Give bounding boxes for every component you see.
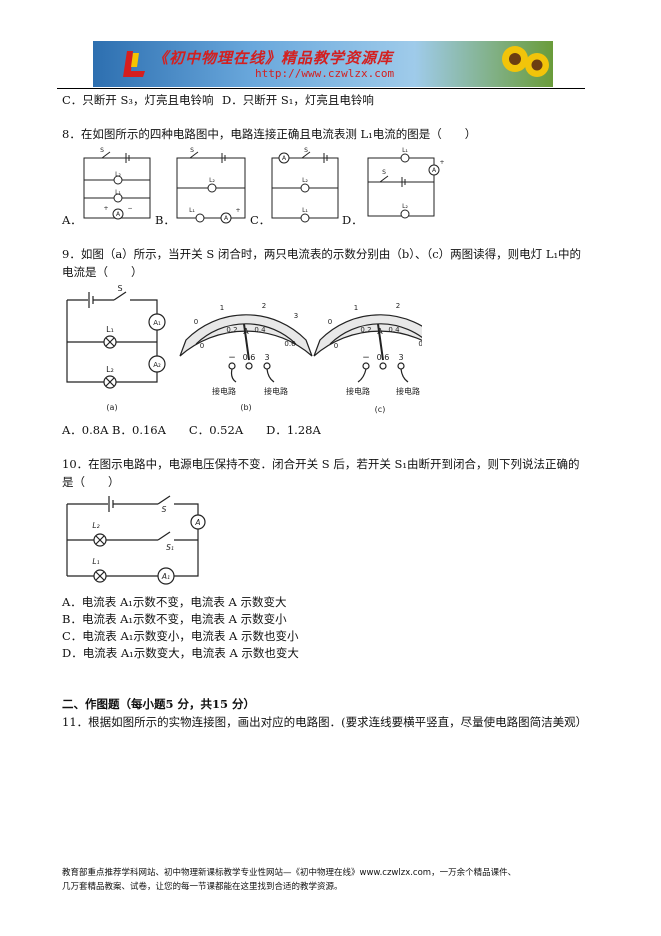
q9c-top-0: 0 <box>328 318 332 326</box>
q8d-l1: L₁ <box>402 147 408 154</box>
q9b-bottom-3: 0.6 <box>284 340 296 348</box>
q9b-top-1: 1 <box>220 304 224 312</box>
q9-label-a1: A₁ <box>153 319 161 327</box>
q9c-bottom-2: 0.4 <box>388 326 400 334</box>
q8a-plus: + <box>103 205 108 212</box>
q8-label-c: C． <box>250 213 271 227</box>
sunflower-icon <box>502 46 549 77</box>
q9c-term-06: 0.6 <box>377 353 390 362</box>
q9-caption-b: (b) <box>240 403 251 412</box>
q8d-plus: + <box>439 159 444 166</box>
q9b-term-minus: − <box>228 353 236 363</box>
q8a-s: S <box>100 147 104 154</box>
q10-label-l2: L₂ <box>92 521 99 530</box>
q8a-l2: L₂ <box>115 171 121 178</box>
banner-url: http://www.czwlzx.com <box>255 67 395 80</box>
q8b-s: S <box>190 147 194 154</box>
q10-label-a: A <box>194 518 200 527</box>
q10-figure: S S₁ L₂ L₁ A A₁ <box>66 495 206 585</box>
q9b-connect-right: 接电路 <box>264 386 288 396</box>
q8-label-d: D． <box>342 213 363 227</box>
q8b-a: A <box>224 215 229 222</box>
q9c-top-2: 2 <box>396 302 400 310</box>
q9c-term-minus: − <box>362 353 370 363</box>
q9-stem-line2: 电流是（ ） <box>62 265 143 279</box>
q8d-s: S <box>382 169 386 176</box>
q8-label-b: B． <box>155 213 175 227</box>
prev-option-c: C．只断开 S₃，灯亮且电铃响 <box>62 93 214 107</box>
q9-caption-a: (a) <box>106 403 117 412</box>
section2-heading: 二、作图题（每小题5 分，共15 分） <box>62 697 256 711</box>
q9b-term-3: 3 <box>264 353 269 362</box>
q9c-meter-symbol: A <box>377 327 383 336</box>
prev-option-d: D．只断开 S₁，灯亮且电铃响 <box>222 93 374 107</box>
q10-label-a1: A₁ <box>161 572 170 581</box>
q10-label-l1: L₁ <box>92 557 99 566</box>
q8b-plus: + <box>235 207 240 214</box>
q9-figure: S L₁ L₂ A₁ A₂ (a) (b) (c) 0 1 2 3 0 0.2 … <box>66 284 422 414</box>
q8c-l2: L₂ <box>302 177 308 184</box>
q9c-top-1: 1 <box>354 304 358 312</box>
q9c-bottom-0: 0 <box>334 342 338 350</box>
q9-label-l2: L₂ <box>106 365 114 374</box>
q9-caption-c: (c) <box>375 405 386 414</box>
logo-icon <box>123 51 145 77</box>
q9c-connect-left: 接电路 <box>346 386 370 396</box>
q8a-a: A <box>116 211 121 218</box>
header-banner: 《初中物理在线》精品教学资源库 http://www.czwlzx.com <box>93 41 553 87</box>
q8b-l1: L₁ <box>189 207 195 214</box>
q10-label-s: S <box>162 505 167 514</box>
q9-label-a2: A₂ <box>153 361 161 369</box>
q9-label-s: S <box>117 284 122 293</box>
q9b-term-06: 0.6 <box>243 353 256 362</box>
footer-line2: 几万套精品教案、试卷，让您的每一节课都能在这里找到合适的教学资源。 <box>62 882 343 892</box>
q8c-l1: L₁ <box>302 207 308 214</box>
banner-title: 《初中物理在线》精品教学资源库 <box>153 49 394 67</box>
q8d-a: A <box>432 167 437 174</box>
q11-stem: 11．根据如图所示的实物连接图，画出对应的电路图．(要求连线要横平竖直，尽量使电… <box>62 715 588 729</box>
q9b-bottom-2: 0.4 <box>254 326 266 334</box>
q9c-bottom-3: 0.6 <box>418 340 422 348</box>
q10-option-b: B．电流表 A₁示数不变，电流表 A 示数变小 <box>62 612 287 626</box>
q9c-connect-right: 接电路 <box>396 386 420 396</box>
q9c-bottom-1: 0.2 <box>360 326 371 334</box>
q10-option-c: C．电流表 A₁示数变小，电流表 A 示数也变小 <box>62 629 299 643</box>
q8a-minus: − <box>127 205 132 212</box>
q9b-connect-left: 接电路 <box>212 386 236 396</box>
q8d-l2: L₂ <box>402 203 408 210</box>
q8-label-a: A． <box>62 213 82 227</box>
q8b-l2: L₂ <box>209 177 215 184</box>
q9b-top-0: 0 <box>194 318 198 326</box>
q9b-meter-symbol: A <box>243 327 249 336</box>
q8-diagrams: S L₂ L₁ A + − S L₂ L₁ A + S A L₂ L₁ L₁ S… <box>83 147 445 224</box>
q8c-a: A <box>282 155 287 162</box>
q10-option-d: D．电流表 A₁示数变大，电流表 A 示数也变大 <box>62 646 299 660</box>
q10-stem-line1: 10．在图示电路中，电源电压保持不变．闭合开关 S 后，若开关 S₁由断开到闭合… <box>62 457 580 471</box>
q10-option-a: A．电流表 A₁示数不变，电流表 A 示数变大 <box>62 595 287 609</box>
q9c-term-3: 3 <box>398 353 403 362</box>
header-rule <box>57 88 585 89</box>
q9-label-l1: L₁ <box>106 325 114 334</box>
q8-stem: 8．在如图所示的四种电路图中，电路连接正确且电流表测 L₁电流的图是（ ） <box>62 127 477 141</box>
q9b-bottom-1: 0.2 <box>226 326 237 334</box>
q10-label-s1: S₁ <box>166 543 174 552</box>
footer-line1: 教育部重点推荐学科网站、初中物理新课标教学专业性网站—《初中物理在线》www.c… <box>62 868 517 878</box>
q9b-top-3: 3 <box>294 312 298 320</box>
q8c-s: S <box>304 147 308 154</box>
q9-stem-line1: 9．如图（a）所示，当开关 S 闭合时，两只电流表的示数分别由（b）、（c）两图… <box>62 247 582 261</box>
q8a-l1: L₁ <box>115 189 121 196</box>
q9b-top-2: 2 <box>262 302 266 310</box>
q9-options: A．0.8A B．0.16A C．0.52A D．1.28A <box>62 423 321 437</box>
q9b-bottom-0: 0 <box>200 342 204 350</box>
q10-stem-line2: 是（ ） <box>62 475 120 489</box>
